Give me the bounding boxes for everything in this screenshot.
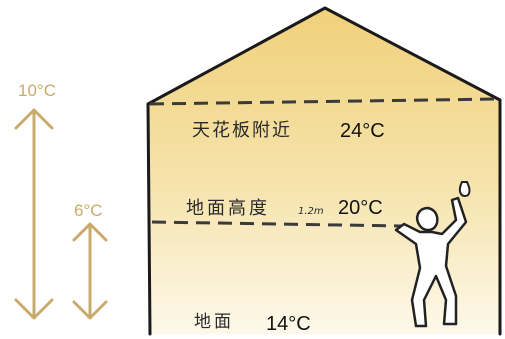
- ceiling-dashed-line: [149, 97, 499, 106]
- head-height-note: 1.2m: [298, 206, 324, 217]
- range-arrow-large: [14, 108, 54, 320]
- head-height-dashed-line: [151, 220, 403, 228]
- standing-person-icon: [394, 196, 468, 328]
- head-level-label: 地面高度: [186, 198, 270, 219]
- range-label-large: 10°C: [18, 81, 56, 100]
- house-outline: [146, 6, 502, 336]
- house: [146, 6, 502, 336]
- head-temp-value: 20°C: [338, 197, 383, 219]
- floor-temp-value: 14°C: [266, 313, 311, 335]
- house-fill: [148, 8, 500, 334]
- sweat-drop-icon: [458, 181, 471, 198]
- floor-level-label: 地面: [194, 312, 234, 332]
- range-label-small: 6°C: [74, 201, 103, 220]
- range-arrow-small: [72, 222, 108, 320]
- ceiling-level-label: 天花板附近: [192, 120, 292, 141]
- ceiling-temp-value: 24°C: [340, 120, 385, 142]
